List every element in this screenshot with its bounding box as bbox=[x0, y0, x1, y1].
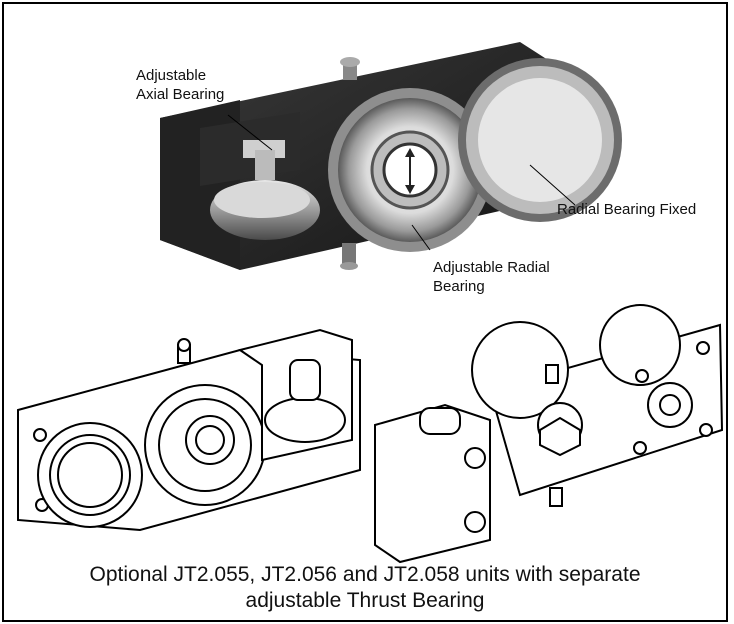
callout-radial-fixed: Radial Bearing Fixed bbox=[557, 201, 697, 218]
callout-axial-line1: Adjustable bbox=[136, 67, 207, 84]
caption-line1: Optional JT2.055, JT2.056 and JT2.058 un… bbox=[89, 563, 641, 586]
figure-caption: Optional JT2.055, JT2.056 and JT2.058 un… bbox=[0, 562, 730, 614]
callout-radial-adj-line1: Adjustable Radial bbox=[433, 259, 550, 276]
callout-axial-line2: Axial Bearing bbox=[136, 86, 225, 103]
callout-radial-adj-line2: Bearing bbox=[433, 278, 485, 295]
callout-axial-bearing: Adjustable Axial Bearing bbox=[136, 66, 224, 104]
callout-radial-adjustable: Adjustable Radial Bearing bbox=[433, 258, 550, 296]
caption-line2: adjustable Thrust Bearing bbox=[245, 589, 485, 612]
